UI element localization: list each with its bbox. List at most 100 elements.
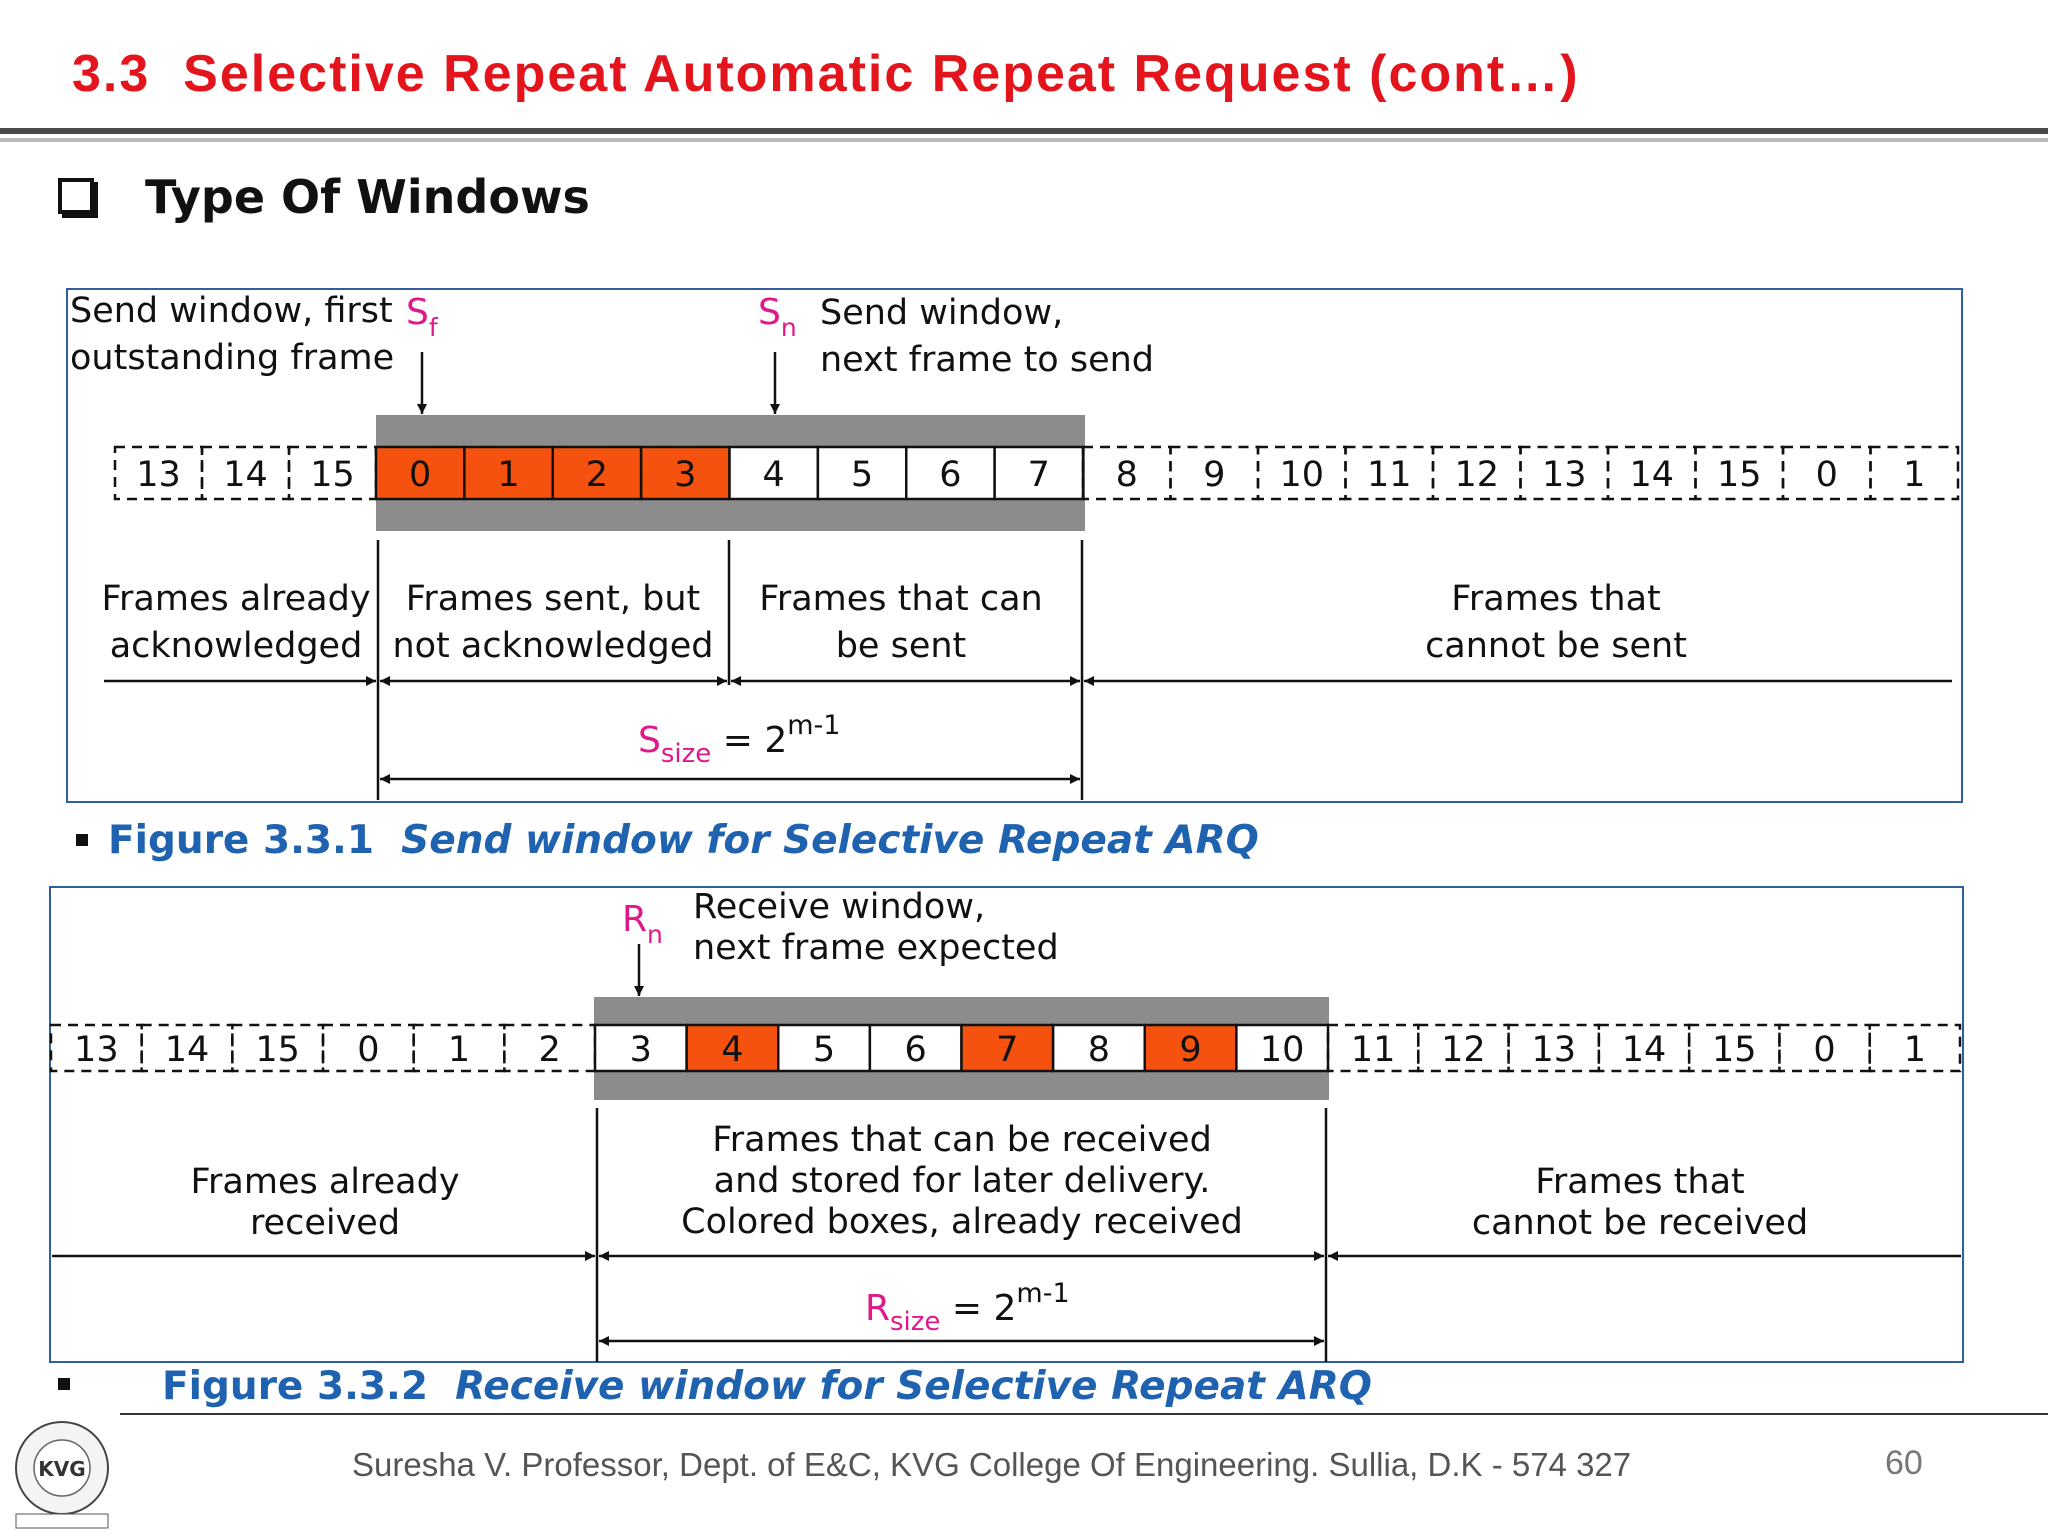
frame-cell bbox=[374, 445, 466, 501]
receive-region-2-line1: Frames that can be received bbox=[712, 1120, 1212, 1160]
receive-window-size-formula: Rsize = 2m-1 bbox=[865, 1278, 1070, 1337]
frame-sequence-number: 5 bbox=[813, 1030, 835, 1070]
frame-cell bbox=[1869, 445, 1960, 501]
frame-cell bbox=[1169, 445, 1260, 501]
send-figure-frame bbox=[66, 288, 1963, 803]
frame-cell bbox=[1694, 445, 1785, 501]
caption-bullet-icon bbox=[58, 1378, 70, 1390]
frame-sequence-number: 10 bbox=[1279, 455, 1324, 495]
send-region-4-line1: Frames that bbox=[1451, 579, 1661, 619]
receive-figure-caption: Figure 3.3.2 Receive window for Selectiv… bbox=[162, 1364, 1372, 1409]
receive-figure-frame bbox=[49, 886, 1964, 1363]
frame-sequence-number: 15 bbox=[255, 1030, 300, 1070]
frame-sequence-number: 1 bbox=[497, 455, 519, 495]
send-figure-caption: Figure 3.3.1 Send window for Selective R… bbox=[108, 818, 1259, 863]
receive-region-1-line1: Frames already bbox=[190, 1162, 459, 1202]
send-region-1-line1: Frames already bbox=[101, 579, 370, 619]
send-region-2-line1: Frames sent, but bbox=[406, 579, 700, 619]
caption-bullet-icon bbox=[76, 834, 88, 846]
svg-text:KVG: KVG bbox=[38, 1457, 85, 1481]
frame-sequence-number: 13 bbox=[1531, 1030, 1576, 1070]
frame-cell bbox=[728, 445, 820, 501]
frame-sequence-number: 1 bbox=[448, 1030, 470, 1070]
frame-sequence-number: 0 bbox=[1813, 1030, 1835, 1070]
frame-sequence-number: 10 bbox=[1260, 1030, 1305, 1070]
frame-sequence-number: 2 bbox=[586, 455, 608, 495]
college-seal-icon: KVG bbox=[15, 1421, 109, 1529]
frame-cell bbox=[113, 445, 204, 501]
frame-sequence-number: 11 bbox=[1351, 1030, 1396, 1070]
frame-cell bbox=[905, 445, 996, 501]
receive-region-3-line1: Frames that bbox=[1535, 1162, 1745, 1202]
send-region-4-line2: cannot be sent bbox=[1425, 626, 1687, 666]
send-region-3-line1: Frames that can bbox=[759, 579, 1043, 619]
title-divider bbox=[0, 128, 2048, 134]
frame-cell bbox=[200, 445, 291, 501]
frame-sequence-number: 6 bbox=[905, 1030, 927, 1070]
frame-cell bbox=[1431, 445, 1522, 501]
frame-sequence-number: 12 bbox=[1454, 455, 1499, 495]
frame-sequence-number: 2 bbox=[539, 1030, 561, 1070]
frame-cell bbox=[639, 445, 731, 501]
receive-region-2-line2: and stored for later delivery. bbox=[714, 1161, 1211, 1201]
frame-sequence-number: 4 bbox=[763, 455, 785, 495]
frame-cell bbox=[463, 445, 554, 501]
frame-sequence-number: 7 bbox=[996, 1030, 1018, 1070]
frame-cell bbox=[1235, 1023, 1330, 1073]
frame-cell bbox=[777, 1023, 872, 1073]
frame-cell bbox=[1051, 1023, 1146, 1073]
frame-cell bbox=[551, 445, 643, 501]
frame-sequence-number: 3 bbox=[674, 455, 696, 495]
frame-sequence-number: 4 bbox=[721, 1030, 743, 1070]
frame-cell bbox=[287, 445, 378, 501]
page-number: 60 bbox=[1885, 1444, 1923, 1482]
rn-pointer-label: Rn bbox=[622, 899, 663, 949]
frame-sequence-number: 8 bbox=[1088, 1030, 1110, 1070]
receive-region-2-line3: Colored boxes, already received bbox=[681, 1202, 1243, 1242]
college-logo: KVG bbox=[6, 1418, 118, 1530]
frame-cell bbox=[593, 1023, 688, 1073]
frame-sequence-number: 15 bbox=[1717, 455, 1762, 495]
frame-cell bbox=[816, 445, 908, 501]
section-heading: Type Of Windows bbox=[145, 170, 590, 224]
frame-cell bbox=[1606, 445, 1697, 501]
frame-sequence-number: 7 bbox=[1028, 455, 1050, 495]
frame-sequence-number: 13 bbox=[74, 1030, 119, 1070]
frame-cell bbox=[1256, 445, 1347, 501]
frame-sequence-number: 1 bbox=[1903, 455, 1925, 495]
receive-region-3-line2: cannot be received bbox=[1472, 1203, 1808, 1243]
sf-pointer-label: Sf bbox=[406, 292, 439, 342]
send-region-1-line2: acknowledged bbox=[110, 626, 363, 666]
frame-sequence-number: 12 bbox=[1441, 1030, 1486, 1070]
footer-credit: Suresha V. Professor, Dept. of E&C, KVG … bbox=[352, 1446, 1632, 1483]
frame-sequence-number: 14 bbox=[165, 1030, 210, 1070]
sn-pointer-label: Sn bbox=[758, 292, 797, 342]
frame-cell bbox=[1519, 445, 1610, 501]
frame-cell bbox=[1781, 445, 1872, 501]
frame-sequence-number: 1 bbox=[1904, 1030, 1926, 1070]
checkbox-bullet-icon bbox=[58, 178, 94, 214]
sn-description-line1: Send window, bbox=[820, 293, 1063, 333]
frame-sequence-number: 0 bbox=[357, 1030, 379, 1070]
rn-description-line2: next frame expected bbox=[693, 928, 1059, 968]
rn-description-line1: Receive window, bbox=[693, 887, 985, 927]
frame-sequence-number: 14 bbox=[1622, 1030, 1667, 1070]
sn-description-line2: next frame to send bbox=[820, 340, 1154, 380]
frame-cell bbox=[993, 445, 1085, 501]
frame-cell bbox=[1081, 445, 1172, 501]
footer-divider bbox=[120, 1413, 2048, 1415]
frame-sequence-number: 13 bbox=[136, 455, 181, 495]
frame-sequence-number: 6 bbox=[939, 455, 961, 495]
frame-sequence-number: 9 bbox=[1179, 1030, 1201, 1070]
frame-sequence-number: 0 bbox=[1816, 455, 1838, 495]
send-region-3-line2: be sent bbox=[836, 626, 967, 666]
frame-sequence-number: 3 bbox=[630, 1030, 652, 1070]
frame-sequence-number: 11 bbox=[1367, 455, 1412, 495]
frame-sequence-number: 8 bbox=[1116, 455, 1138, 495]
frame-sequence-number: 13 bbox=[1542, 455, 1587, 495]
frame-cell bbox=[1344, 445, 1435, 501]
send-region-2-line2: not acknowledged bbox=[392, 626, 713, 666]
slide-title: 3.3 Selective Repeat Automatic Repeat Re… bbox=[72, 45, 1580, 103]
frame-sequence-number: 5 bbox=[851, 455, 873, 495]
